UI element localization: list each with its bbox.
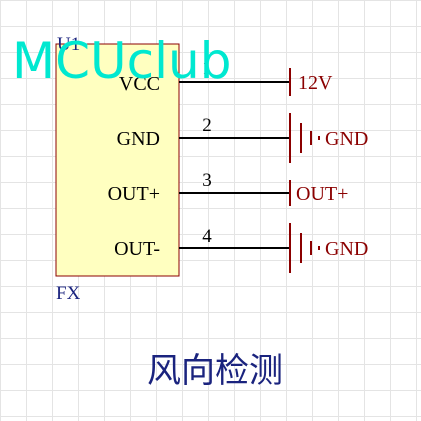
net-label-12v: 12V xyxy=(298,72,333,94)
pin-number-1: 1 xyxy=(202,58,212,79)
pin-number-4: 4 xyxy=(202,226,212,247)
ground-symbol-1[interactable] xyxy=(289,113,320,163)
net-label-out-plus: OUT+ xyxy=(296,183,348,205)
pin-number-3: 3 xyxy=(202,170,212,191)
pin-name-out-plus: OUT+ xyxy=(108,183,160,205)
diagram-caption: 风向检测 xyxy=(147,351,283,391)
component-designator: U1 xyxy=(57,34,80,55)
net-label-gnd-2: GND xyxy=(325,238,368,260)
ground-symbol-2[interactable] xyxy=(289,223,320,273)
component-value: FX xyxy=(56,283,81,304)
pin-name-out-minus: OUT- xyxy=(114,238,160,260)
pin-name-gnd: GND xyxy=(117,128,160,150)
watermark-logo: MCUclub xyxy=(12,32,231,90)
component-body[interactable] xyxy=(55,43,180,277)
pin-number-2: 2 xyxy=(202,115,212,136)
net-label-gnd-1: GND xyxy=(325,128,368,150)
pin-name-vcc: VCC xyxy=(119,73,160,95)
